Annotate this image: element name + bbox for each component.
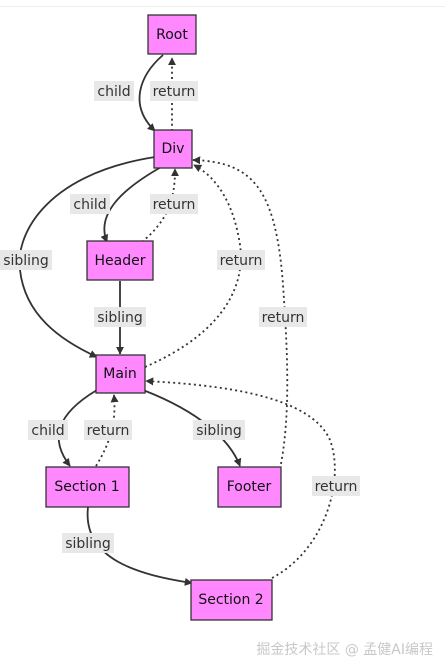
node-header[interactable]: Header [86,240,154,281]
svg-text:return: return [315,479,358,495]
node-div[interactable]: Div [153,129,193,169]
svg-text:Main: Main [103,366,136,382]
svg-text:sibling: sibling [97,310,143,326]
svg-text:return: return [220,253,263,269]
svg-text:child: child [31,423,64,439]
watermark: 掘金技术社区 @ 孟健AI编程 [256,642,433,658]
label-main-child: child [28,420,68,440]
node-section2[interactable]: Section 2 [190,579,273,621]
node-root[interactable]: Root [147,14,197,55]
label-main-sibling: sibling [193,420,245,440]
nodes: Root Div Header Main Section 1 Footer [45,14,282,621]
svg-text:return: return [262,310,305,326]
node-section1[interactable]: Section 1 [45,466,130,508]
label-div-sibling: sibling [0,250,52,270]
svg-text:sibling: sibling [196,423,242,439]
svg-text:return: return [153,197,196,213]
node-main[interactable]: Main [95,354,146,394]
svg-text:sibling: sibling [65,536,111,552]
edge-root-child-div [138,54,164,132]
label-main-return-s1: return [84,420,132,440]
label-root-return: return [150,81,198,101]
edge-labels: child return child return sibling return [0,81,360,553]
edge-section1-sibling-section2 [86,506,193,586]
svg-text:return: return [153,84,196,100]
svg-text:Section 1: Section 1 [54,479,119,495]
label-div-child: child [70,194,110,214]
edge-section1-return-main [95,394,119,467]
edge-footer-return-div [192,156,289,470]
svg-text:child: child [97,84,130,100]
label-s2-return: return [312,476,360,496]
label-main-return-div: return [217,250,265,270]
svg-text:Section 2: Section 2 [198,592,263,608]
node-footer[interactable]: Footer [217,466,282,508]
label-div-return: return [150,194,198,214]
edge-section2-return-main [145,377,336,579]
svg-text:sibling: sibling [3,253,49,269]
svg-text:Header: Header [95,253,146,269]
svg-text:Footer: Footer [227,479,272,495]
label-header-sibling: sibling [94,307,146,327]
svg-text:Root: Root [156,27,188,43]
top-divider [0,6,445,7]
edge-div-child-header [100,165,164,243]
label-s1-sibling: sibling [62,533,114,553]
label-root-child: child [94,81,134,101]
svg-text:return: return [87,423,130,439]
label-footer-return: return [259,307,307,327]
svg-text:child: child [73,197,106,213]
svg-text:Div: Div [162,141,185,157]
